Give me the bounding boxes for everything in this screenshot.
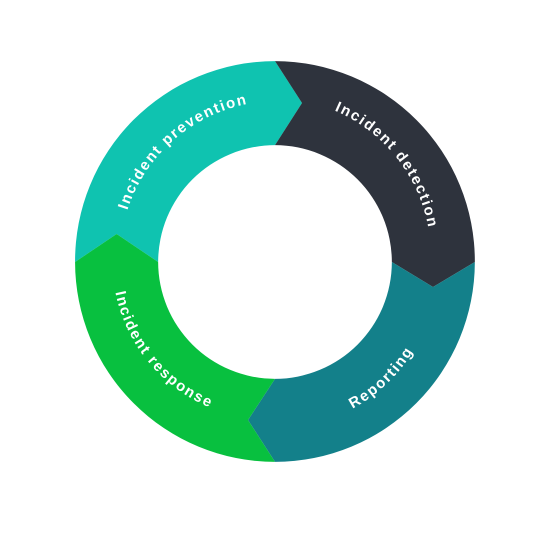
segment-detection [275, 61, 475, 287]
segment-response [75, 234, 275, 462]
segment-reporting [248, 262, 475, 462]
segment-prevention [75, 61, 302, 262]
